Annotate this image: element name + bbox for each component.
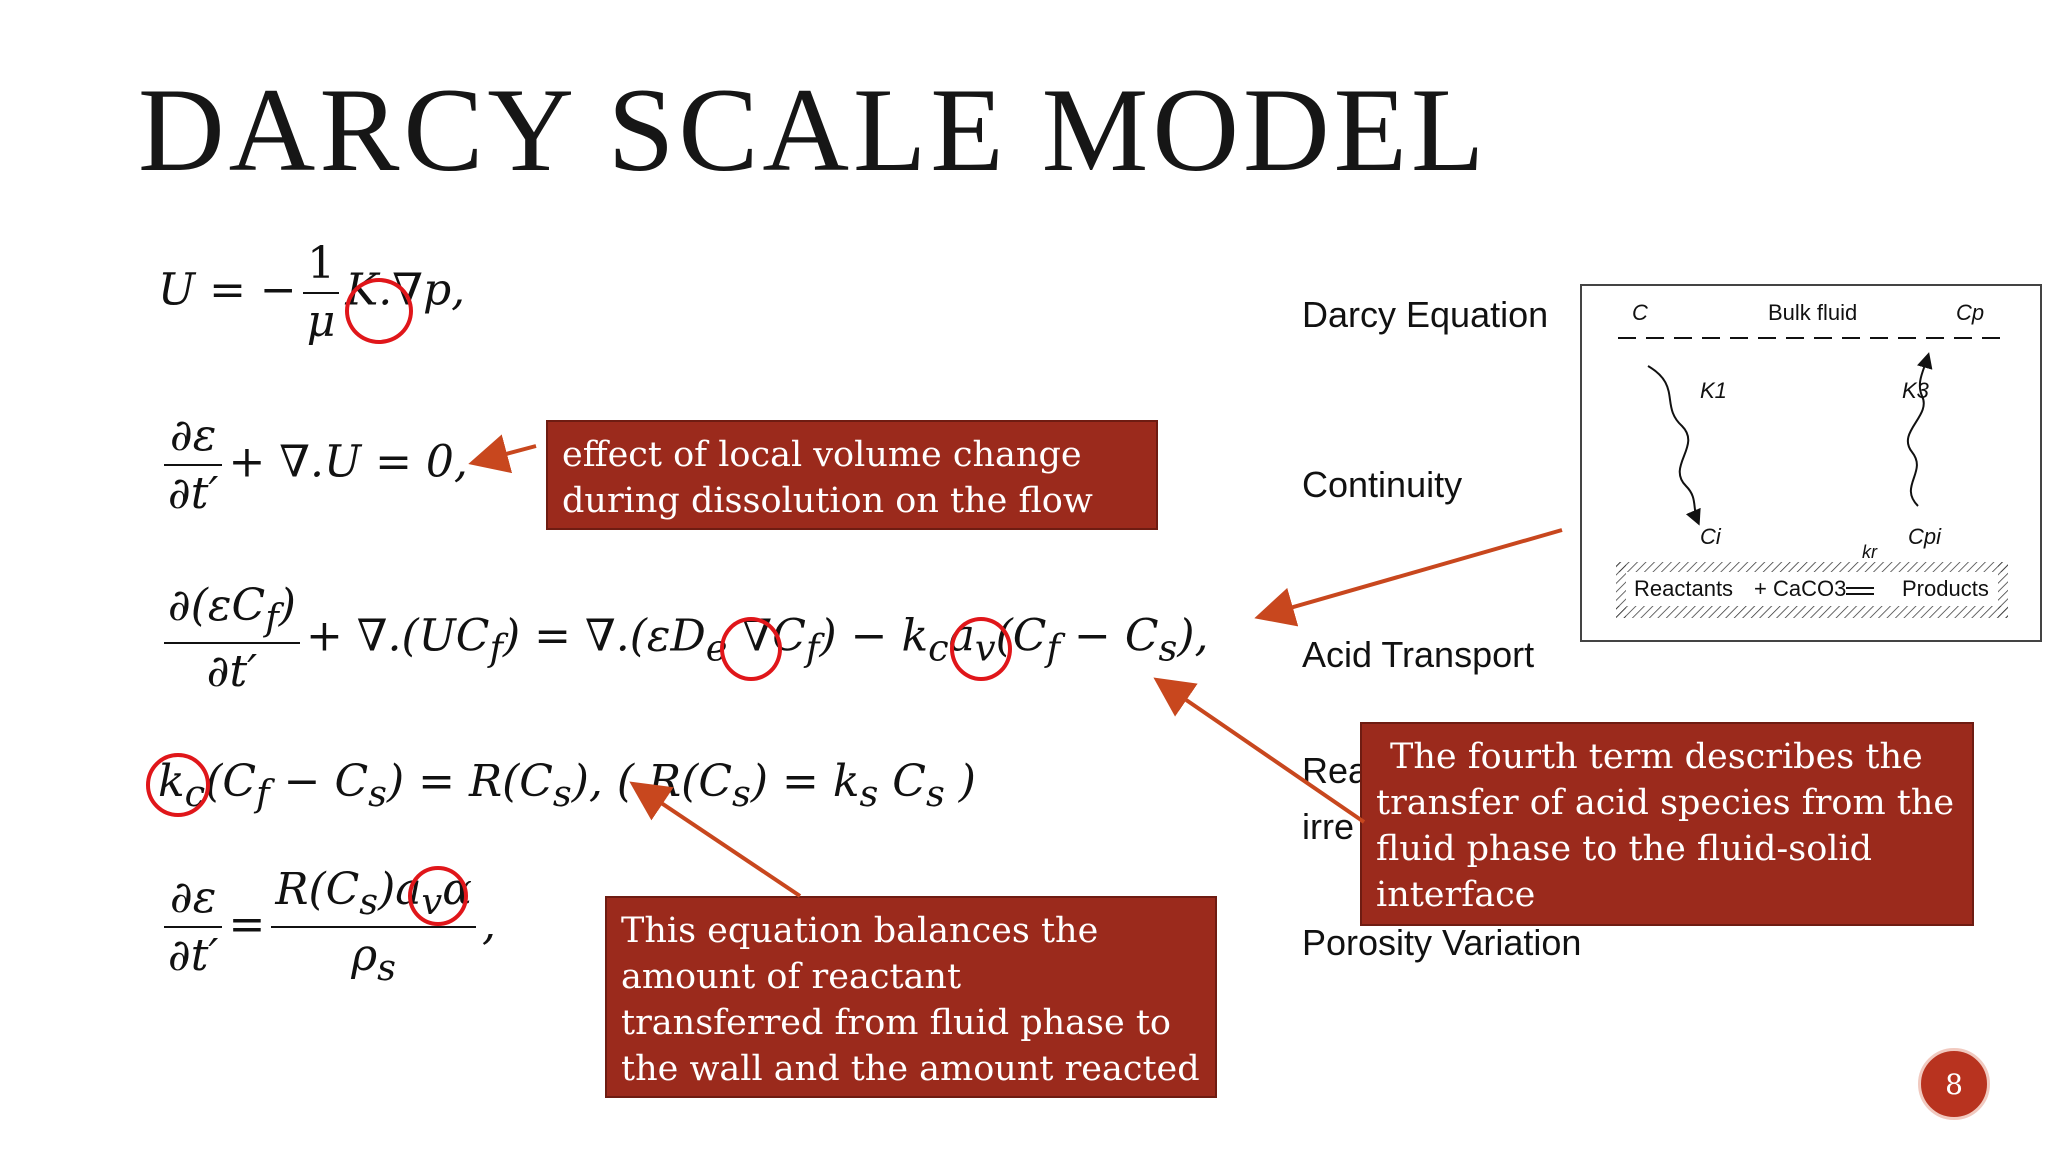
- figure-bulk-fluid-label: Bulk fluid: [1768, 300, 1858, 325]
- callout-line: effect of local volume change: [562, 435, 1082, 475]
- equation-acid-transport: ∂(εCf)∂t′+ ∇.(UCf) = ∇.(εDe ∇Cf) − kcav(…: [158, 583, 1209, 694]
- label-acid-transport: Acid Transport: [1302, 634, 1535, 675]
- callout-line: The fourth term describes the: [1390, 737, 1923, 777]
- k3-wavy-arrow: [1906, 352, 1933, 507]
- figure-cpi-label: Cpi: [1908, 524, 1942, 549]
- arrow-local-volume: [468, 434, 537, 474]
- arrow-balance: [629, 781, 802, 898]
- label-continuity: Continuity: [1302, 464, 1463, 505]
- callout-line: during dissolution on the flow: [562, 481, 1093, 521]
- callout-line: amount of reactant: [621, 957, 962, 997]
- figure-k3-label: K3: [1902, 378, 1929, 403]
- highlight-circle-kc-reaction: [146, 753, 210, 817]
- slide-title: DARCY SCALE MODEL: [138, 63, 1489, 196]
- figure-ci-label: Ci: [1700, 524, 1721, 549]
- surface-hatch-top: [1616, 562, 2008, 572]
- callout-line: the wall and the amount reacted: [621, 1049, 1200, 1089]
- label-darcy-equation: Darcy Equation: [1302, 294, 1549, 335]
- label-reaction-partial-2: irre: [1302, 806, 1354, 847]
- surface-hatch-right: [1998, 562, 2008, 618]
- reaction-schematic: C Bulk fluid Cp K1 K3 Ci kr Cpi Reactant…: [1580, 284, 2042, 642]
- callout-line: interface: [1376, 875, 1536, 915]
- figure-kr-label: kr: [1862, 542, 1877, 562]
- callout-balance-equation: This equation balances the amount of rea…: [605, 896, 1217, 1098]
- figure-products-label: Products: [1902, 576, 1989, 601]
- callout-line: This equation balances the: [621, 911, 1099, 951]
- callout-line: transferred from fluid phase to: [621, 1003, 1171, 1043]
- highlight-circle-kc-transport: [950, 617, 1012, 681]
- figure-k1-label: K1: [1700, 378, 1727, 403]
- callout-fourth-term: The fourth term describes the transfer o…: [1360, 722, 1974, 926]
- figure-reactants-label: Reactants: [1634, 576, 1734, 601]
- highlight-circle-av: [408, 866, 468, 926]
- k1-wavy-arrow: [1647, 365, 1701, 526]
- callout-line: fluid phase to the fluid-solid: [1376, 829, 1873, 869]
- callout-local-volume-change: effect of local volume change during dis…: [546, 420, 1158, 530]
- page-number-badge: 8: [1918, 1048, 1990, 1120]
- surface-hatch-bottom: [1616, 606, 2008, 618]
- arrow-fourth-term: [1153, 677, 1366, 824]
- highlight-circle-K: [345, 278, 413, 344]
- equation-continuity: ∂ε∂t′+ ∇.U = 0,: [158, 414, 468, 516]
- label-reaction-partial: Rea: [1302, 750, 1369, 791]
- figure-caco3-label: + CaCO3: [1754, 576, 1847, 601]
- figure-drawing: [1616, 337, 2008, 618]
- callout-line: transfer of acid species from the: [1376, 783, 1955, 823]
- highlight-circle-De: [720, 617, 782, 681]
- label-porosity-variation: Porosity Variation: [1302, 922, 1582, 963]
- arrow-figure-to-transport: [1254, 528, 1563, 627]
- figure-c-label: C: [1632, 300, 1648, 325]
- surface-hatch-left: [1616, 562, 1626, 618]
- figure-cp-label: Cp: [1956, 300, 1985, 325]
